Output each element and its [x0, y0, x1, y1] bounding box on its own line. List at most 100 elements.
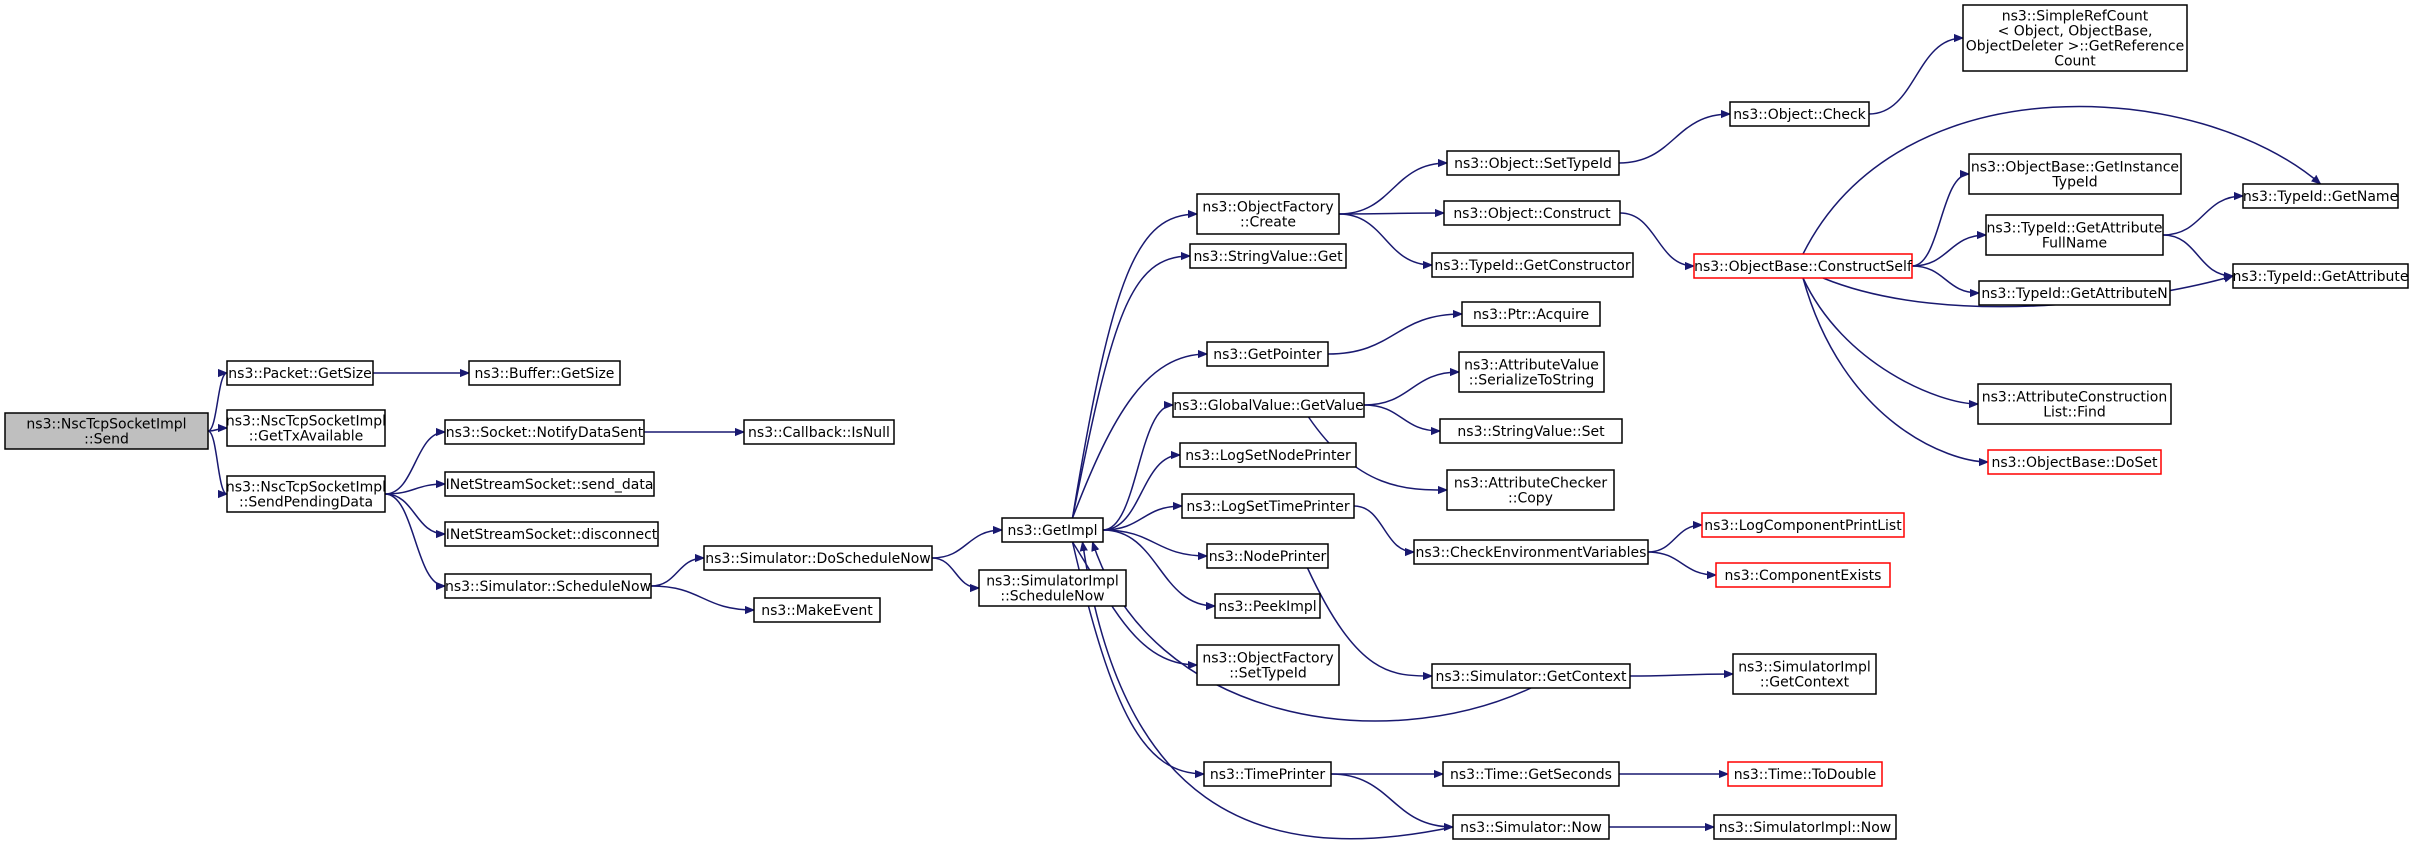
edge-ofcreate-to-objsettypeid	[1338, 163, 1447, 215]
node-nodeprinter[interactable]: ns3::NodePrinter	[1206, 543, 1329, 569]
edge-constructself-to-doset	[1802, 277, 1988, 462]
node-stringvalueget-box	[1189, 243, 1347, 269]
edge-constructself-to-acfind	[1802, 277, 1978, 404]
node-getinstancetypeid-box	[1968, 153, 2182, 195]
node-stringvalueset-box	[1439, 418, 1623, 444]
edge-ofcreate-to-typeidgetconstructor	[1338, 213, 1432, 265]
node-doschedulenow[interactable]: ns3::Simulator::DoScheduleNow	[703, 545, 933, 571]
node-peekimpl[interactable]: ns3::PeekImpl	[1214, 593, 1321, 619]
edge-sendpendingdata-to-notifydatasent	[384, 432, 446, 495]
node-timeprinter-label-0: ns3::TimePrinter	[1210, 767, 1326, 783]
node-nodeprinter-box	[1206, 543, 1329, 569]
node-objsettypeid[interactable]: ns3::Object::SetTypeId	[1446, 150, 1620, 176]
edge-getimpl-to-logsettimeprinter	[1102, 506, 1182, 531]
node-getattrfullname-box	[1985, 214, 2164, 256]
node-notifydatasent-label-0: ns3::Socket::NotifyDataSent	[446, 425, 644, 441]
node-accopy-box	[1446, 469, 1615, 511]
node-implgetcontext[interactable]: ns3::SimulatorImpl::GetContext	[1732, 653, 1877, 695]
node-ptracquire-label-0: ns3::Ptr::Acquire	[1473, 307, 1589, 323]
edge-checkenv-to-compexists	[1647, 551, 1716, 575]
node-timeprinter[interactable]: ns3::TimePrinter	[1203, 761, 1332, 787]
node-constructself[interactable]: ns3::ObjectBase::ConstructSelf	[1693, 253, 1913, 279]
node-getimpl[interactable]: ns3::GetImpl	[1001, 517, 1104, 543]
node-isnull-label-0: ns3::Callback::IsNull	[748, 425, 890, 441]
node-doset-label-0: ns3::ObjectBase::DoSet	[1992, 455, 2158, 471]
node-sendpendingdata-label-1: ::SendPendingData	[239, 495, 373, 511]
node-ofcreate-label-1: ::Create	[1240, 215, 1296, 231]
node-compexists[interactable]: ns3::ComponentExists	[1715, 562, 1891, 588]
node-typeidgetattr-box	[2232, 263, 2409, 289]
node-checkenv[interactable]: ns3::CheckEnvironmentVariables	[1413, 539, 1649, 565]
node-acfind-label-0: ns3::AttributeConstruction	[1982, 390, 2167, 406]
node-globalvaluegetvalue-box	[1172, 392, 1365, 418]
node-notifydatasent[interactable]: ns3::Socket::NotifyDataSent	[444, 419, 645, 445]
node-todouble[interactable]: ns3::Time::ToDouble	[1727, 761, 1883, 787]
edge-checkenv-to-logcomplist	[1647, 525, 1703, 553]
node-ofsettypeid[interactable]: ns3::ObjectFactory::SetTypeId	[1196, 644, 1340, 686]
node-typeidgetname[interactable]: ns3::TypeId::GetName	[2242, 183, 2399, 209]
node-getrefcount-label-3: Count	[2054, 54, 2096, 70]
node-getimpl-label-0: ns3::GetImpl	[1007, 523, 1097, 539]
node-logsettimeprinter-label-0: ns3::LogSetTimePrinter	[1186, 499, 1350, 515]
node-peekimpl-label-0: ns3::PeekImpl	[1218, 599, 1316, 615]
node-getattrfullname-label-1: FullName	[2042, 236, 2107, 252]
node-stringvalueset-label-0: ns3::StringValue::Set	[1457, 424, 1605, 440]
nodes-layer: ns3::NscTcpSocketImpl::Send ns3::Packet::…	[4, 4, 2409, 840]
node-makeevent[interactable]: ns3::MakeEvent	[753, 597, 881, 623]
node-typeidgetconstructor-box	[1431, 252, 1634, 278]
node-senddata-box	[444, 471, 655, 497]
node-buffergetsize[interactable]: ns3::Buffer::GetSize	[468, 360, 621, 386]
node-getrefcount[interactable]: ns3::SimpleRefCount< Object, ObjectBase,…	[1962, 4, 2188, 72]
edge-getimpl-to-ofcreate	[1071, 214, 1198, 519]
edge-getpointer-to-ptracquire	[1327, 314, 1462, 355]
node-send[interactable]: ns3::NscTcpSocketImpl::Send	[4, 412, 209, 450]
edge-sendpendingdata-to-senddata	[384, 484, 445, 495]
node-objconstruct-box	[1443, 200, 1621, 226]
node-ptracquire[interactable]: ns3::Ptr::Acquire	[1461, 301, 1601, 327]
node-globalvaluegetvalue[interactable]: ns3::GlobalValue::GetValue	[1172, 392, 1365, 418]
node-logcomplist-label-0: ns3::LogComponentPrintList	[1704, 518, 1902, 534]
node-isnull[interactable]: ns3::Callback::IsNull	[743, 419, 895, 445]
node-accopy-label-0: ns3::AttributeChecker	[1454, 476, 1608, 492]
node-typeidgetconstructor-label-0: ns3::TypeId::GetConstructor	[1434, 258, 1630, 274]
node-isnull-box	[743, 419, 895, 445]
node-disconnect[interactable]: INetStreamSocket::disconnect	[444, 521, 659, 547]
node-typeidgetattr[interactable]: ns3::TypeId::GetAttribute	[2232, 263, 2409, 289]
node-avserialize[interactable]: ns3::AttributeValue::SerializeToString	[1458, 351, 1605, 393]
node-timegetseconds[interactable]: ns3::Time::GetSeconds	[1442, 761, 1620, 787]
node-senddata[interactable]: INetStreamSocket::send_data	[444, 471, 655, 497]
node-schedulenow[interactable]: ns3::Simulator::ScheduleNow	[444, 573, 652, 599]
node-doset[interactable]: ns3::ObjectBase::DoSet	[1987, 449, 2162, 475]
node-objcheck[interactable]: ns3::Object::Check	[1729, 101, 1870, 127]
node-logsetnodeprinter[interactable]: ns3::LogSetNodePrinter	[1179, 442, 1357, 468]
node-ofsettypeid-label-1: ::SetTypeId	[1229, 666, 1307, 682]
edge-simgetcontext-to-getimpl	[1093, 542, 1532, 722]
node-logsetnodeprinter-box	[1179, 442, 1357, 468]
node-simgetcontext[interactable]: ns3::Simulator::GetContext	[1431, 663, 1631, 689]
node-ofcreate-box	[1196, 193, 1340, 235]
node-todouble-box	[1727, 761, 1883, 787]
node-implschedulenow[interactable]: ns3::SimulatorImpl::ScheduleNow	[978, 569, 1127, 607]
node-doschedulenow-box	[703, 545, 933, 571]
node-getpointer[interactable]: ns3::GetPointer	[1206, 341, 1329, 367]
node-sendpendingdata[interactable]: ns3::NscTcpSocketImpl::SendPendingData	[226, 475, 386, 513]
node-getattrn[interactable]: ns3::TypeId::GetAttributeN	[1978, 280, 2171, 306]
node-simnow[interactable]: ns3::Simulator::Now	[1452, 814, 1610, 840]
node-schedulenow-label-0: ns3::Simulator::ScheduleNow	[445, 579, 651, 595]
edge-objcheck-to-getrefcount	[1868, 38, 1963, 115]
edge-getimpl-to-peekimpl	[1102, 529, 1215, 606]
node-implnow[interactable]: ns3::SimulatorImpl::Now	[1713, 814, 1897, 840]
node-stringvalueget[interactable]: ns3::StringValue::Get	[1189, 243, 1347, 269]
node-gettxavailable[interactable]: ns3::NscTcpSocketImpl::GetTxAvailable	[226, 409, 386, 447]
node-packetgetsize[interactable]: ns3::Packet::GetSize	[226, 360, 374, 386]
node-objconstruct[interactable]: ns3::Object::Construct	[1443, 200, 1621, 226]
node-ofcreate[interactable]: ns3::ObjectFactory::Create	[1196, 193, 1340, 235]
node-logcomplist[interactable]: ns3::LogComponentPrintList	[1701, 512, 1905, 538]
node-typeidgetconstructor[interactable]: ns3::TypeId::GetConstructor	[1431, 252, 1634, 278]
node-stringvalueset[interactable]: ns3::StringValue::Set	[1439, 418, 1623, 444]
node-accopy[interactable]: ns3::AttributeChecker::Copy	[1446, 469, 1615, 511]
node-logsettimeprinter[interactable]: ns3::LogSetTimePrinter	[1181, 493, 1355, 519]
